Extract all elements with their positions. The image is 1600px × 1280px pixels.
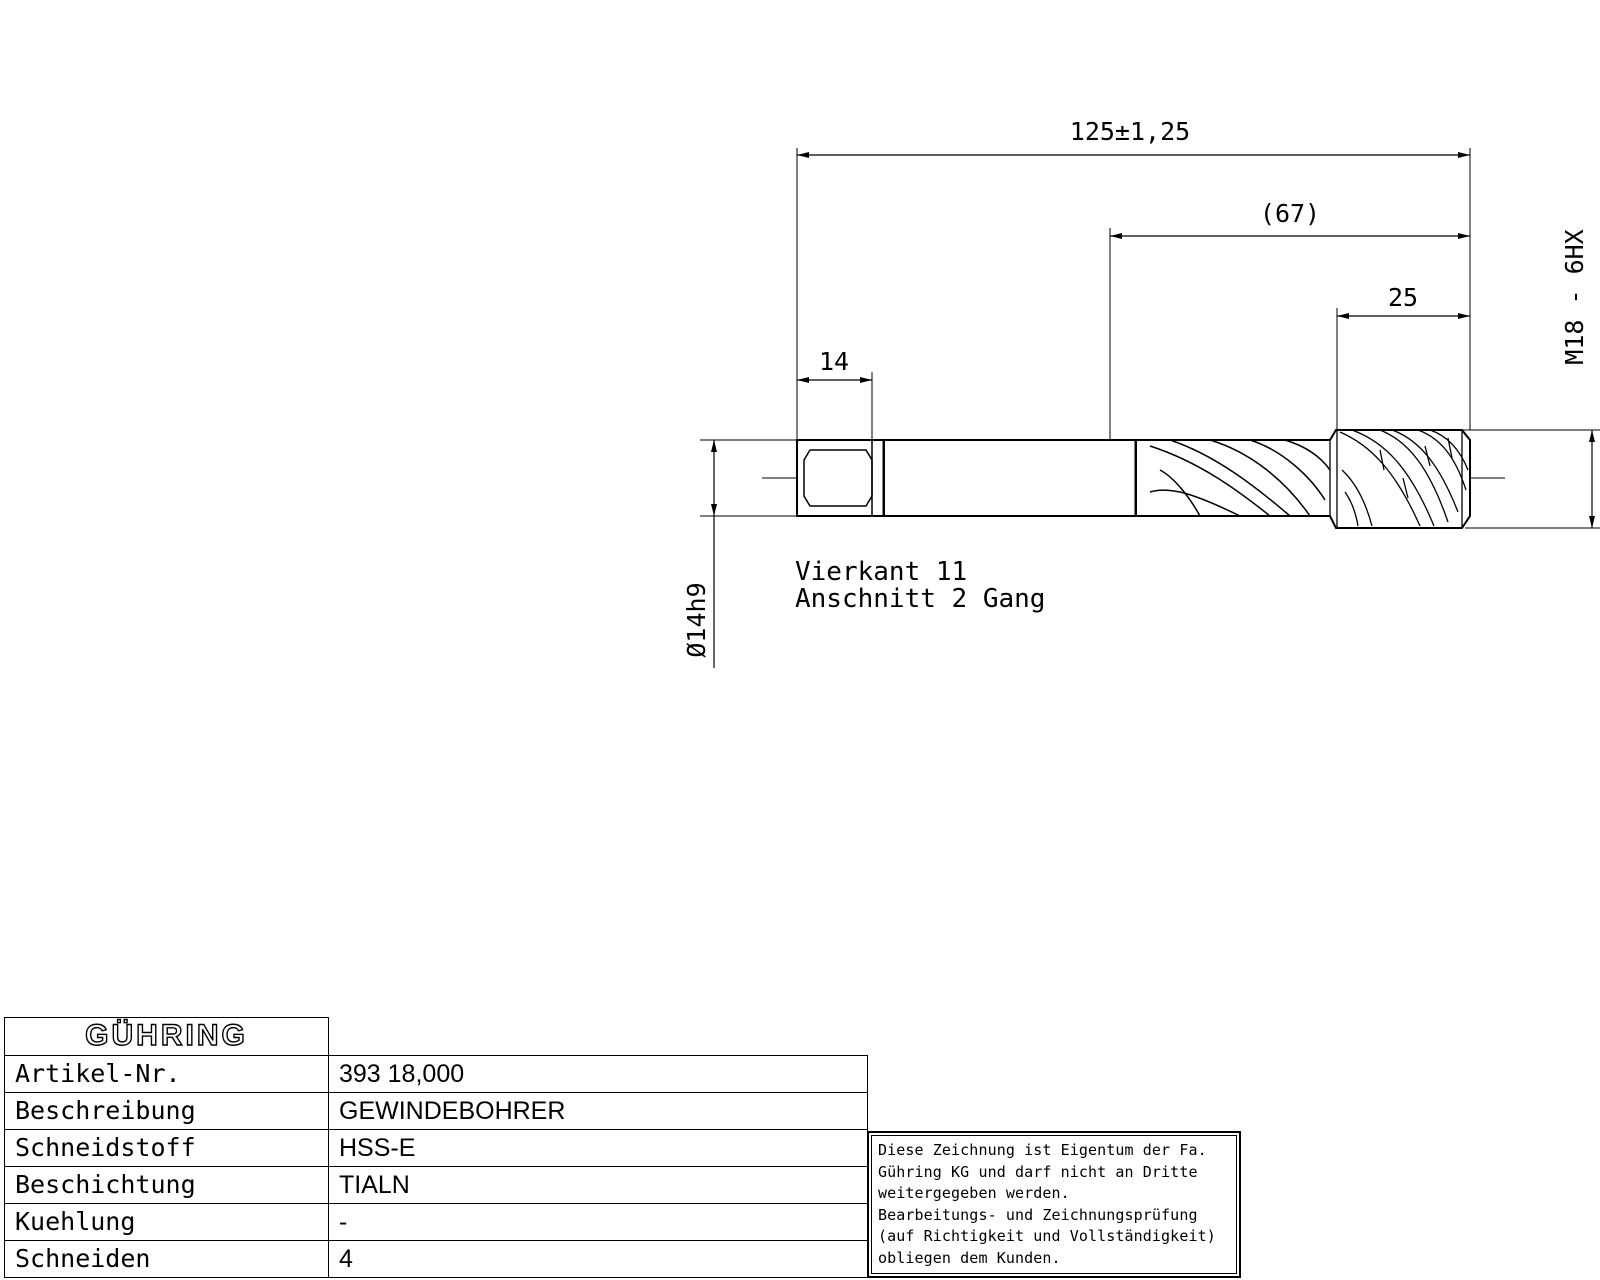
- row-value: GEWINDEBOHRER: [328, 1092, 868, 1130]
- row-label: Beschreibung: [4, 1092, 329, 1130]
- row-value: TIALN: [328, 1166, 868, 1204]
- disclaimer-line: Bearbeitungs- und Zeichnungsprüfung: [878, 1205, 1198, 1224]
- disclaimer-box: Diese Zeichnung ist Eigentum der Fa. Güh…: [867, 1131, 1241, 1278]
- dimension-lines: [711, 152, 1595, 668]
- logo-cell: GÜHRING: [4, 1017, 329, 1056]
- thread-helix: [1329, 429, 1469, 528]
- table-row: Schneiden 4: [4, 1240, 868, 1278]
- row-value: 4: [328, 1240, 868, 1278]
- row-label: Kuehlung: [4, 1203, 329, 1241]
- row-value: 393 18,000: [328, 1055, 868, 1093]
- dim-overall-length: 125±1,25: [1070, 117, 1190, 146]
- row-value: HSS-E: [328, 1129, 868, 1167]
- title-block-logo-row: GÜHRING: [4, 1017, 868, 1056]
- row-value: -: [328, 1203, 868, 1241]
- row-label: Artikel-Nr.: [4, 1055, 329, 1093]
- note-square: Vierkant 11: [795, 557, 967, 587]
- table-row: Schneidstoff HSS-E: [4, 1129, 868, 1167]
- flutes: [1149, 439, 1331, 517]
- tap-tool: [796, 429, 1471, 529]
- disclaimer-line: weitergegeben werden.: [878, 1184, 1070, 1202]
- dim-thread-length: 25: [1388, 283, 1418, 312]
- row-label: Schneidstoff: [4, 1129, 329, 1167]
- row-label: Schneiden: [4, 1240, 329, 1278]
- disclaimer-line: obliegen dem Kunden.: [878, 1248, 1061, 1267]
- table-row: Artikel-Nr. 393 18,000: [4, 1055, 868, 1093]
- table-row: Beschreibung GEWINDEBOHRER: [4, 1092, 868, 1130]
- note-chamfer: Anschnitt 2 Gang: [795, 584, 1045, 614]
- dim-square-length: 14: [819, 347, 849, 376]
- flute-section: [1135, 429, 1471, 529]
- title-block: GÜHRING Artikel-Nr. 393 18,000 Beschreib…: [4, 1017, 868, 1278]
- disclaimer-line: (auf Richtigkeit und Vollständigkeit): [878, 1227, 1216, 1245]
- row-label: Beschichtung: [4, 1166, 329, 1204]
- guehring-logo: GÜHRING: [84, 1018, 248, 1052]
- square-drive: [796, 439, 885, 517]
- shank: [883, 439, 1137, 517]
- table-row: Kuehlung -: [4, 1203, 868, 1241]
- dim-shank-to-tip: (67): [1260, 199, 1320, 228]
- dim-thread-spec: M18 - 6HX: [1560, 229, 1589, 364]
- disclaimer-line: Gühring KG und darf nicht an Dritte: [878, 1162, 1198, 1181]
- disclaimer-line: Diese Zeichnung ist Eigentum der Fa.: [878, 1141, 1207, 1159]
- dim-shank-diameter: Ø14h9: [682, 582, 711, 657]
- table-row: Beschichtung TIALN: [4, 1166, 868, 1204]
